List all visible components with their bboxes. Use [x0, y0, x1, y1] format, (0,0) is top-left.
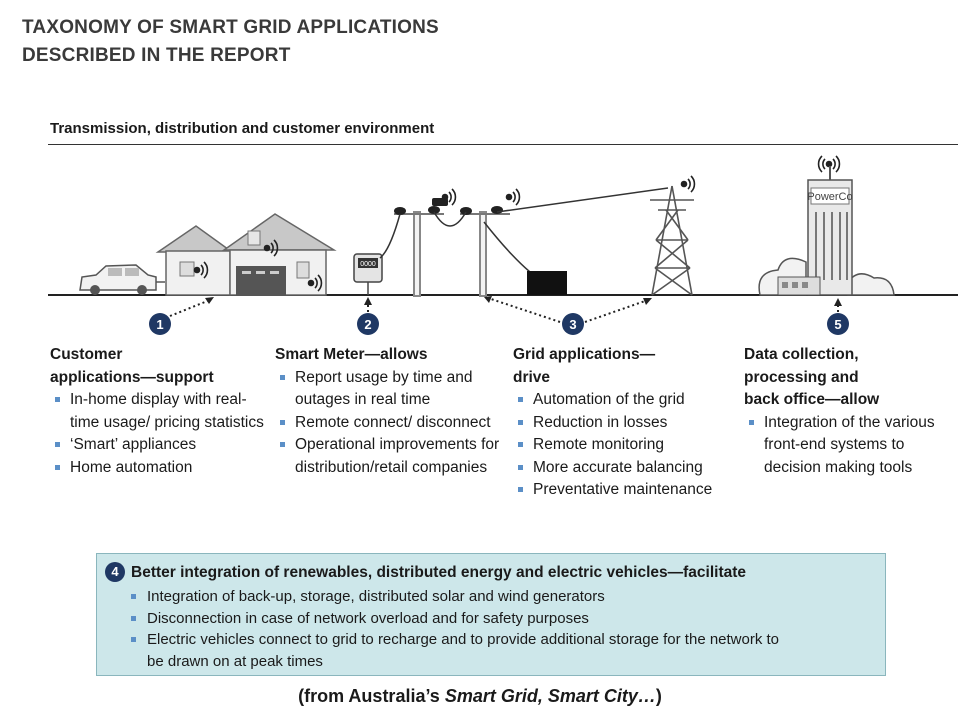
list-item: Remote connect/ disconnect: [275, 412, 503, 435]
bullet-list: Automation of the grid Reduction in loss…: [513, 389, 728, 502]
column-heading-line: Data collection,: [744, 346, 859, 363]
list-item: Report usage by time and outages in real…: [275, 367, 503, 412]
column-customer-applications: Customer applications—support In-home di…: [50, 344, 265, 479]
title-line-2: DESCRIBED IN THE REPORT: [22, 45, 291, 66]
list-item: Integration of back-up, storage, distrib…: [127, 586, 867, 608]
bullet-list: In-home display with real-time usage/ pr…: [50, 389, 265, 479]
marker-3: 3: [562, 313, 584, 335]
column-heading: Data collection, processing and back off…: [744, 344, 954, 412]
column-heading-line: applications—support: [50, 368, 214, 386]
box-heading-text: Better integration of renewables, distri…: [131, 564, 747, 581]
renewables-integration-box: 4 Better integration of renewables, distr…: [96, 553, 886, 676]
meter-display-text: 0000: [360, 261, 376, 268]
bullet-list: Integration of the various front-end sys…: [744, 412, 954, 480]
column-grid-applications: Grid applications— drive Automation of t…: [513, 344, 728, 502]
title-line-1: TAXONOMY OF SMART GRID APPLICATIONS: [22, 17, 439, 38]
list-item: More accurate balancing: [513, 457, 728, 480]
list-item: Preventative maintenance: [513, 479, 728, 502]
power-lines: [379, 187, 669, 273]
list-item: Automation of the grid: [513, 389, 728, 412]
caption-italic-title: Smart Grid, Smart City…: [444, 686, 656, 706]
caption-suffix: ): [655, 686, 662, 706]
column-heading-line: Smart Meter—allows: [275, 346, 428, 363]
marker-5: 5: [827, 313, 849, 335]
list-item: Home automation: [50, 457, 265, 480]
marker-1: 1: [149, 313, 171, 335]
office-building-icon: PowerCo: [777, 166, 853, 296]
car-icon: [79, 264, 165, 295]
list-item: Reduction in losses: [513, 412, 728, 435]
smart-grid-scene: 0000 PowerCo: [48, 155, 958, 335]
environment-divider: [48, 144, 958, 145]
column-heading: Grid applications— drive: [513, 344, 728, 389]
connector-arrowheads: [205, 296, 842, 306]
wireless-signal-icon: [193, 155, 841, 292]
house-icon: [155, 213, 337, 296]
caption-prefix: (from Australia’s: [298, 686, 445, 706]
marker-5-label: 5: [834, 317, 841, 332]
list-item: Operational improvements for distributio…: [275, 434, 503, 479]
dotted-connectors: [169, 297, 839, 323]
report-title: TAXONOMY OF SMART GRID APPLICATIONS DESC…: [22, 14, 439, 70]
box-heading: 4 Better integration of renewables, distr…: [105, 562, 746, 582]
marker-2-label: 2: [364, 317, 371, 332]
marker-4: 4: [105, 562, 125, 582]
smart-meter-icon: 0000: [353, 253, 383, 295]
utility-pole-icon: [394, 211, 510, 297]
marker-2: 2: [357, 313, 379, 335]
environment-label: Transmission, distribution and customer …: [50, 120, 435, 137]
list-item: In-home display with real-time usage/ pr…: [50, 389, 265, 434]
column-heading-line: processing and: [744, 368, 859, 386]
list-item: ‘Smart’ appliances: [50, 434, 265, 457]
bullet-list: Integration of back-up, storage, distrib…: [127, 586, 867, 672]
column-heading-line: Grid applications—: [513, 346, 656, 363]
list-item: Integration of the various front-end sys…: [744, 412, 954, 480]
list-item: Disconnection in case of network overloa…: [127, 608, 867, 630]
building-sign: PowerCo: [807, 191, 852, 203]
bullet-list: Report usage by time and outages in real…: [275, 367, 503, 480]
marker-1-label: 1: [156, 317, 163, 332]
list-item: Electric vehicles connect to grid to rec…: [127, 629, 787, 672]
transformer-icon: [527, 271, 567, 295]
column-smart-meter: Smart Meter—allows Report usage by time …: [275, 344, 503, 479]
column-heading-line: back office—allow: [744, 391, 880, 408]
column-heading: Smart Meter—allows: [275, 344, 503, 367]
marker-3-label: 3: [569, 317, 576, 332]
transmission-tower-icon: [650, 185, 694, 296]
column-heading: Customer applications—support: [50, 344, 265, 389]
column-heading-line: drive: [513, 368, 551, 386]
column-data-collection: Data collection, processing and back off…: [744, 344, 954, 479]
list-item: Remote monitoring: [513, 434, 728, 457]
column-heading-line: Customer: [50, 346, 123, 363]
source-caption: (from Australia’s Smart Grid, Smart City…: [0, 686, 960, 707]
